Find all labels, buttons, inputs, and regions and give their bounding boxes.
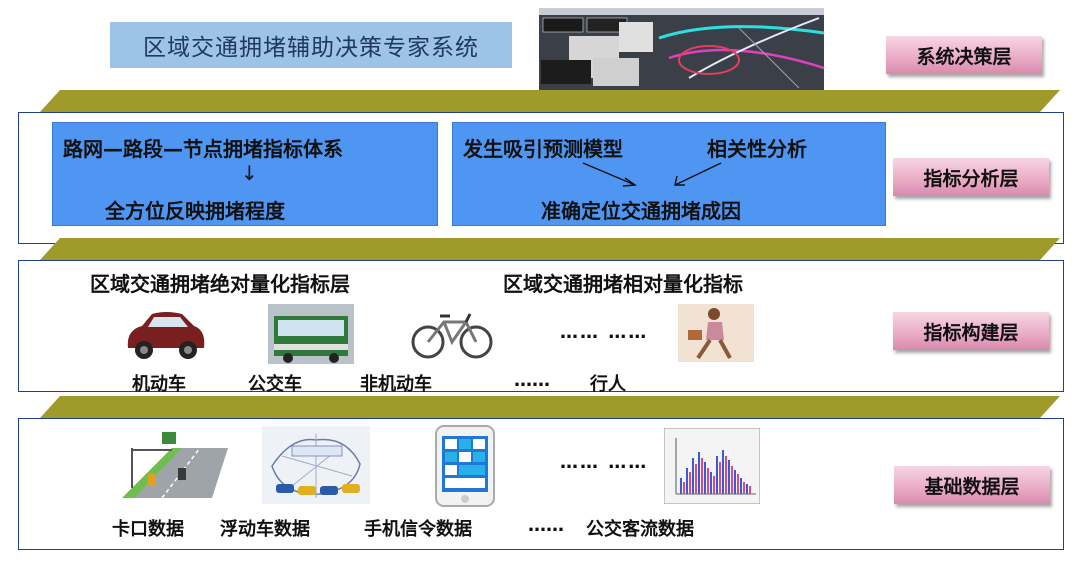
mobile-phone-image: [435, 425, 495, 507]
layer-label-data: 基础数据层: [894, 466, 1050, 504]
checkpoint-camera-image: [122, 432, 228, 499]
label-mobile-signaling-data: 手机信令数据: [364, 519, 472, 540]
cause-analysis-box: 发生吸引预测模型 相关性分析 准确定位交通拥堵成因: [452, 122, 886, 226]
congestion-degree-text: 全方位反映拥堵程度: [105, 199, 285, 223]
correlation-analysis-text: 相关性分析: [707, 137, 807, 161]
label-motor-vehicle: 机动车: [132, 374, 186, 395]
layer-separator-band: [40, 396, 1060, 418]
pedestrian-image: [678, 304, 754, 362]
relative-index-heading: 区域交通拥堵相对量化指标: [503, 272, 743, 296]
label-bus-passenger-flow-data: 公交客流数据: [586, 519, 694, 540]
congestion-index-box: 路网—路段—节点拥堵指标体系 ↓ 全方位反映拥堵程度: [52, 122, 438, 226]
layer-label-analysis: 指标分析层: [893, 158, 1049, 196]
car-image: [127, 312, 205, 359]
label-floating-car-data: 浮动车数据: [220, 519, 310, 540]
label-pedestrian: 行人: [590, 374, 626, 395]
convergence-arrows-icon: [582, 162, 722, 187]
layer-label-decision: 系统决策层: [886, 36, 1042, 74]
more-indicators-ellipsis: …… ……: [560, 322, 649, 343]
absolute-index-heading: 区域交通拥堵绝对量化指标层: [90, 272, 350, 296]
bus-image: [268, 304, 354, 364]
label-ellipsis: ……: [528, 515, 564, 536]
prediction-model-text: 发生吸引预测模型: [463, 137, 623, 161]
down-arrow-icon: ↓: [241, 161, 258, 185]
layer-separator-band: [40, 238, 1060, 260]
more-data-ellipsis: …… ……: [560, 452, 649, 473]
label-ellipsis: ……: [514, 370, 550, 391]
decision-system-screenshot: [539, 8, 824, 90]
layer-label-construction: 指标构建层: [893, 312, 1049, 350]
label-bus: 公交车: [248, 374, 302, 395]
index-system-text: 路网—路段—节点拥堵指标体系: [63, 137, 343, 161]
cause-location-text: 准确定位交通拥堵成因: [541, 199, 741, 223]
label-non-motor-vehicle: 非机动车: [360, 374, 432, 395]
floating-car-map-image: [262, 426, 370, 504]
bicycle-image: [411, 313, 493, 359]
system-title: 区域交通拥堵辅助决策专家系统: [110, 22, 512, 68]
bus-passenger-flow-chart-image: [664, 428, 760, 504]
label-checkpoint-data: 卡口数据: [112, 519, 184, 540]
layer-separator-band: [40, 90, 1060, 112]
